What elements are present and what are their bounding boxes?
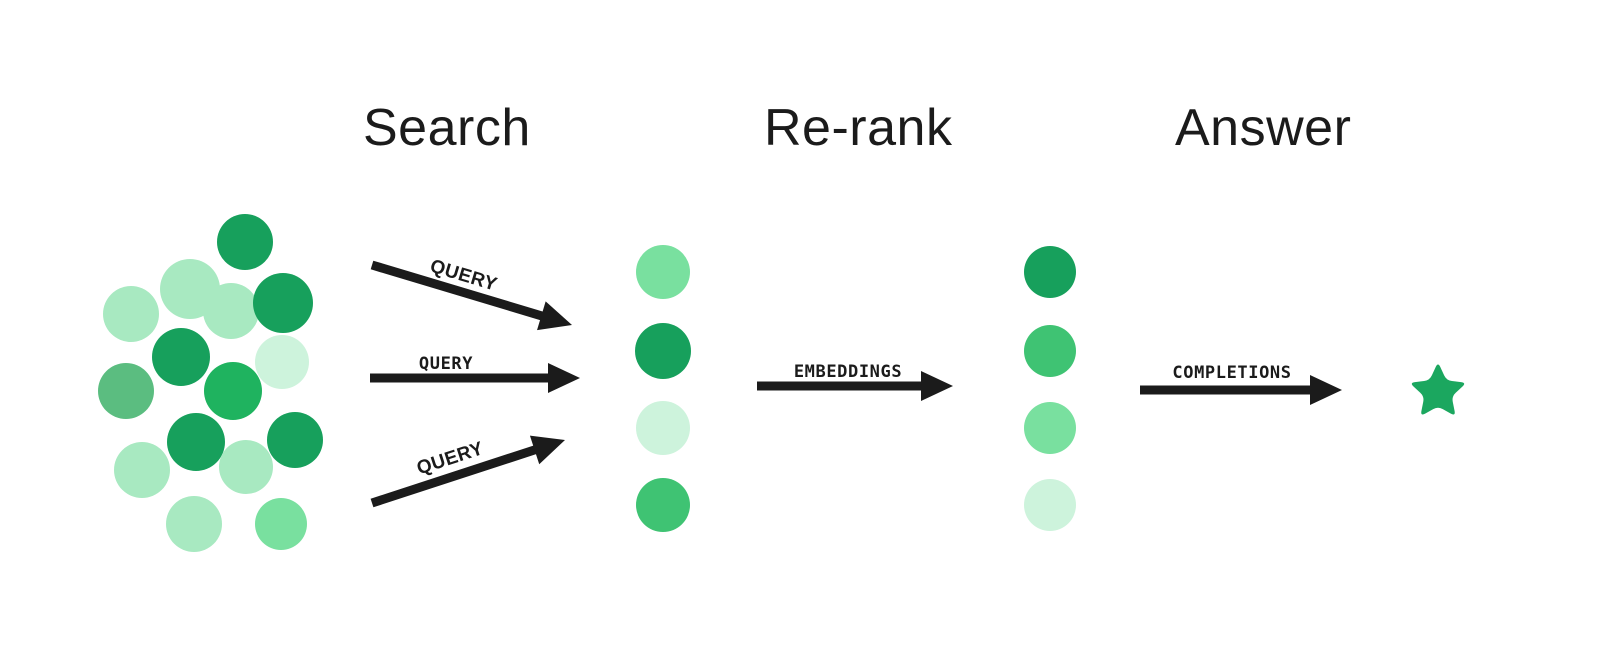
corpus-dot (255, 498, 307, 550)
corpus-dot (114, 442, 170, 498)
result-dot (635, 323, 691, 379)
result-dot (1024, 325, 1076, 377)
result-dot (636, 245, 690, 299)
corpus-dot (217, 214, 273, 270)
result-dot (636, 478, 690, 532)
arrow-head-icon (1310, 375, 1342, 405)
corpus-dot (253, 273, 313, 333)
query-arrow-top: QUERY (370, 256, 572, 331)
query-arrow-middle: QUERY (370, 354, 580, 393)
corpus-dot (167, 413, 225, 471)
document-corpus-cloud (98, 214, 323, 552)
result-columns (635, 245, 1076, 532)
completions-arrow: COMPLETIONS (1140, 363, 1342, 405)
stage-headings: Search Re-rank Answer (363, 99, 1351, 157)
reranked-results-column (1024, 246, 1076, 531)
corpus-dot (152, 328, 210, 386)
embeddings-arrow: EMBEDDINGS (757, 362, 953, 401)
retrieved-results-column (635, 245, 691, 532)
corpus-dot (98, 363, 154, 419)
corpus-dot (103, 286, 159, 342)
corpus-dot (267, 412, 323, 468)
corpus-dot (204, 362, 262, 420)
heading-rerank: Re-rank (764, 99, 953, 157)
arrow-head-icon (548, 363, 580, 393)
arrow-head-icon (529, 435, 565, 465)
completions-arrow-label: COMPLETIONS (1172, 363, 1291, 383)
result-dot (1024, 246, 1076, 298)
arrow-head-icon (537, 301, 572, 331)
corpus-dot (219, 440, 273, 494)
pipeline-arrows: QUERY QUERY QUERY EMBEDDINGS COMPLETIONS (370, 256, 1342, 508)
query-arrow-bottom: QUERY (370, 435, 565, 508)
arrow-head-icon (921, 371, 953, 401)
heading-search: Search (363, 99, 531, 157)
heading-answer: Answer (1175, 99, 1351, 157)
result-dot (636, 401, 690, 455)
corpus-dot (255, 335, 309, 389)
star-icon (1411, 364, 1465, 415)
result-dot (1024, 402, 1076, 454)
corpus-dot (166, 496, 222, 552)
answer-star-group (1411, 364, 1465, 415)
embeddings-arrow-label: EMBEDDINGS (794, 362, 902, 382)
result-dot (1024, 479, 1076, 531)
query-arrow-middle-label: QUERY (419, 354, 473, 374)
corpus-dot (203, 283, 259, 339)
